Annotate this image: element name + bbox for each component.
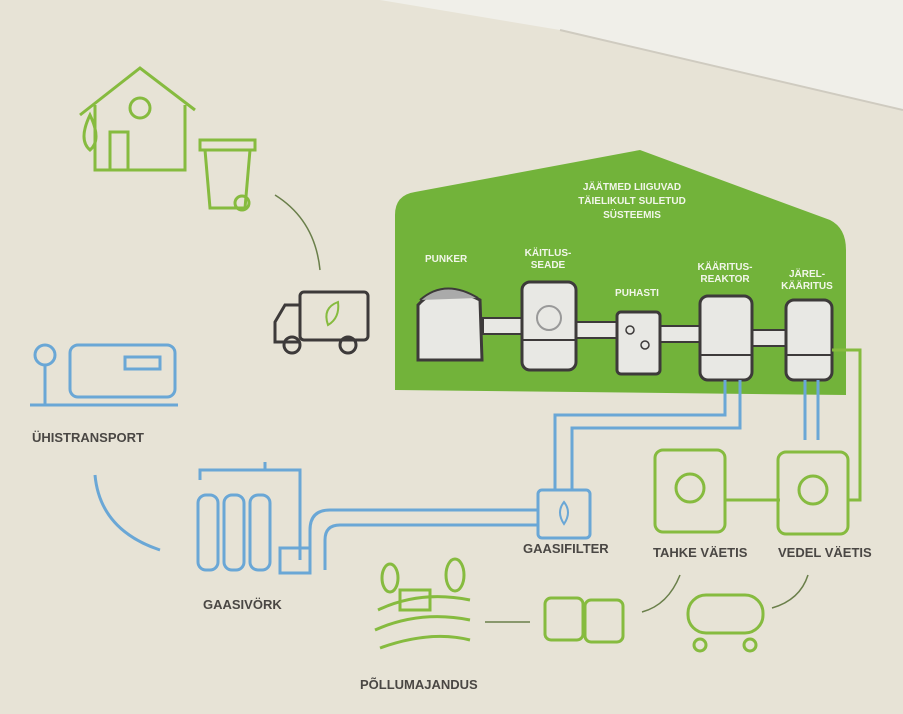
- gas-pipes: [93, 380, 820, 570]
- bus-icon: [30, 343, 178, 407]
- wall-edge: [380, 0, 903, 110]
- solid-fertiliser-tank-icon: [653, 448, 727, 534]
- liquid-pipe: [832, 348, 862, 502]
- tanker-wagon-icon: [686, 593, 765, 653]
- kaaritusreaktor-icon: [698, 294, 754, 382]
- waste-bin-icon: [198, 138, 257, 212]
- stage-reaktor-label-2: REAKTOR: [700, 274, 750, 285]
- stage-kaitlus-label-1: KÄITLUS-: [525, 246, 572, 259]
- tahke-label: TAHKE VÄETIS: [653, 545, 748, 560]
- punker-icon: [416, 287, 484, 362]
- transport-label: ÜHISTRANSPORT: [32, 430, 144, 445]
- fertiliser-bags-icon: [543, 596, 625, 644]
- panel-title-3: SÜSTEEMIS: [603, 208, 661, 221]
- garbage-truck-icon: [273, 290, 370, 355]
- pollumajandus-label: PÕLLUMAJANDUS: [360, 677, 478, 692]
- stage-reaktor-label-1: KÄÄRITUS-: [698, 260, 753, 273]
- panel-title-2: TÄIELIKULT SULETUD: [578, 194, 686, 207]
- arrow-to-truck: [274, 194, 321, 271]
- liquid-fertiliser-tank-icon: [776, 450, 850, 536]
- panel-title-1: JÄÄTMED LIIGUVAD: [583, 180, 681, 193]
- arrow-to-tanker: [771, 574, 809, 609]
- jarelkaaritus-icon: [784, 298, 834, 382]
- farm-icon: [374, 557, 471, 650]
- stage-punker-label: PUNKER: [425, 254, 468, 265]
- gaasifilter-label: GAASIFILTER: [523, 541, 609, 556]
- kaitlusseade-icon: [520, 280, 578, 372]
- arrow-to-bags: [641, 574, 681, 613]
- wall-edge-line: [559, 29, 903, 111]
- gas-tanks-icon: [196, 462, 312, 575]
- gaasifilter-icon: [536, 488, 592, 540]
- stage-kaitlus-label-2: SEADE: [531, 260, 566, 271]
- gaasivork-label: GAASIVÖRK: [203, 597, 282, 612]
- puhasti-icon: [615, 310, 662, 376]
- house-icon: [79, 66, 196, 172]
- stage-jarel-label-1: JÄREL-: [789, 267, 825, 280]
- stage-jarel-label-2: KÄÄRITUS: [781, 279, 833, 292]
- stage-puhasti-label: PUHASTI: [615, 288, 659, 299]
- vedel-label: VEDEL VÄETIS: [778, 545, 872, 560]
